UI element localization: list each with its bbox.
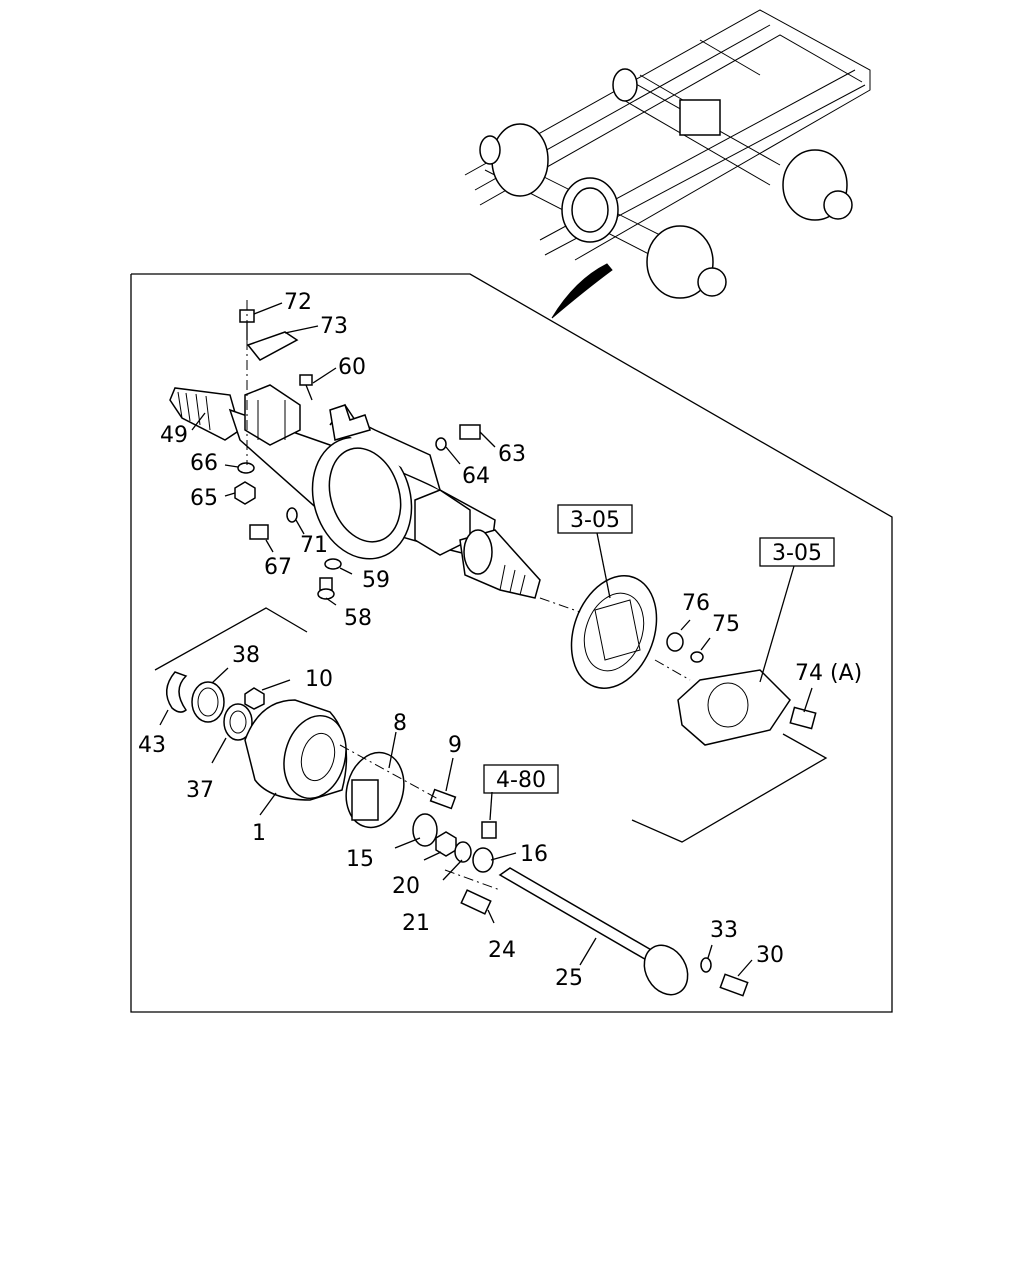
part-label-20: 20 bbox=[392, 874, 420, 899]
axle-housing-drawing bbox=[169, 384, 541, 600]
part-label-74: 74 (A) bbox=[795, 661, 862, 686]
part-label-33: 33 bbox=[710, 918, 738, 943]
part-label-30: 30 bbox=[756, 943, 784, 968]
part-label-76: 76 bbox=[682, 591, 710, 616]
part-label-63: 63 bbox=[498, 442, 526, 467]
part-label-67: 67 bbox=[264, 555, 292, 580]
reference-text: 3-05 bbox=[570, 508, 620, 533]
part-label-9: 9 bbox=[448, 733, 462, 758]
part-label-21: 21 bbox=[402, 911, 430, 936]
reference-text: 3-05 bbox=[772, 541, 822, 566]
part-label-25: 25 bbox=[555, 966, 583, 991]
part-label-66: 66 bbox=[190, 451, 218, 476]
part-label-10: 10 bbox=[305, 667, 333, 692]
part-label-24: 24 bbox=[488, 938, 516, 963]
part-label-43: 43 bbox=[138, 733, 166, 758]
part-label-15: 15 bbox=[346, 847, 374, 872]
hub-drum-drawing bbox=[166, 671, 497, 915]
reference-box-4-80: 4-80 bbox=[483, 764, 559, 794]
part-label-64: 64 bbox=[462, 464, 490, 489]
reference-box-3-05-left: 3-05 bbox=[557, 504, 633, 534]
part-label-75: 75 bbox=[712, 612, 740, 637]
part-label-71: 71 bbox=[300, 533, 328, 558]
part-label-73: 73 bbox=[320, 314, 348, 339]
brake-anchor-plate-drawing bbox=[666, 632, 817, 746]
part-label-1: 1 bbox=[252, 821, 266, 846]
part-label-59: 59 bbox=[362, 568, 390, 593]
part-label-38: 38 bbox=[232, 643, 260, 668]
housing-fasteners bbox=[234, 309, 481, 570]
part-label-8: 8 bbox=[393, 711, 407, 736]
reference-text: 4-80 bbox=[496, 768, 546, 793]
detail-frame bbox=[130, 273, 893, 1013]
reference-lines bbox=[154, 300, 828, 977]
part-label-72: 72 bbox=[284, 290, 312, 315]
part-label-60: 60 bbox=[338, 355, 366, 380]
reference-box-3-05-right: 3-05 bbox=[759, 537, 835, 567]
part-label-16: 16 bbox=[520, 842, 548, 867]
part-label-58: 58 bbox=[344, 606, 372, 631]
axle-shaft-drawing bbox=[498, 867, 749, 997]
part-labels: 72 73 60 49 63 64 66 65 71 67 59 58 76 7… bbox=[138, 290, 862, 991]
part-label-65: 65 bbox=[190, 486, 218, 511]
backing-plate-drawing bbox=[570, 575, 658, 689]
part-label-37: 37 bbox=[186, 778, 214, 803]
part-label-49: 49 bbox=[160, 423, 188, 448]
chassis-overview-illustration bbox=[464, 9, 871, 319]
